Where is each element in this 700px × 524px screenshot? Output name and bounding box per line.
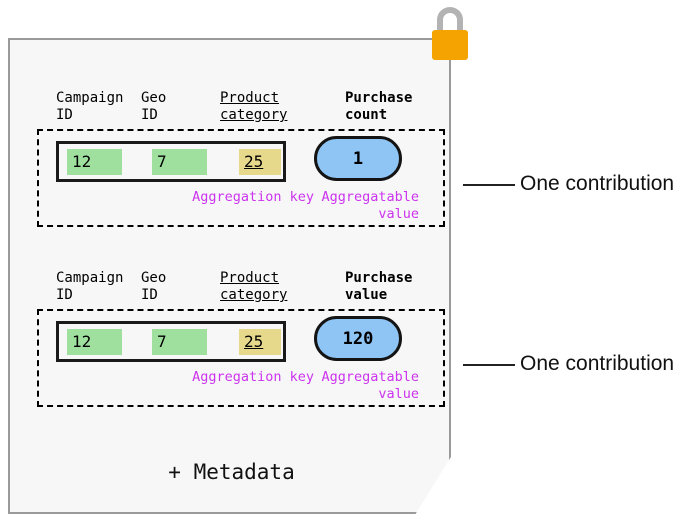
aggregatable-value-caption-2: Aggregatable value <box>321 369 419 402</box>
column-header-row-1: Campaign ID Geo ID Product category Purc… <box>10 90 451 136</box>
aggregation-key-box-2: 12 7 25 <box>56 321 286 362</box>
key-chip-campaign-id: 12 <box>67 149 122 175</box>
contribution-boundary-2: 12 7 25 120 Aggregation key Aggregatable… <box>37 309 445 407</box>
contribution-boundary-1: 12 7 25 1 Aggregation key Aggregatable v… <box>37 129 445 227</box>
column-header-geo-id: Geo ID <box>141 270 167 303</box>
column-header-product-category: Product category <box>220 270 288 303</box>
column-header-product-category: Product category <box>220 90 288 123</box>
leader-line-contribution-1 <box>463 184 515 186</box>
aggregatable-value-caption-1: Aggregatable value <box>321 189 419 222</box>
key-chip-product-category: 25 <box>239 329 281 355</box>
annotation-one-contribution-1: One contribution <box>520 172 675 195</box>
key-chip-geo-id: 7 <box>152 329 207 355</box>
column-header-geo-id: Geo ID <box>141 90 167 123</box>
encrypted-report-panel: Campaign ID Geo ID Product category Purc… <box>8 38 451 514</box>
aggregation-key-caption-2: Aggregation key <box>192 369 314 385</box>
annotation-one-contribution-2: One contribution <box>520 352 675 375</box>
lock-icon <box>424 2 476 70</box>
key-chip-geo-id: 7 <box>152 149 207 175</box>
aggregation-key-box-1: 12 7 25 <box>56 141 286 182</box>
key-chip-product-category: 25 <box>239 149 281 175</box>
aggregatable-value-pill-2: 120 <box>314 316 402 361</box>
aggregation-key-caption-1: Aggregation key <box>192 189 314 205</box>
column-header-campaign-id: Campaign ID <box>56 90 124 123</box>
aggregatable-value-pill-1: 1 <box>314 136 402 181</box>
leader-line-contribution-2 <box>463 364 515 366</box>
column-header-row-2: Campaign ID Geo ID Product category Purc… <box>10 270 451 316</box>
key-chip-campaign-id: 12 <box>67 329 122 355</box>
column-header-purchase-count: Purchase count <box>345 90 413 123</box>
metadata-note: + Metadata <box>168 460 295 484</box>
column-header-purchase-value: Purchase value <box>345 270 413 303</box>
column-header-campaign-id: Campaign ID <box>56 270 124 303</box>
